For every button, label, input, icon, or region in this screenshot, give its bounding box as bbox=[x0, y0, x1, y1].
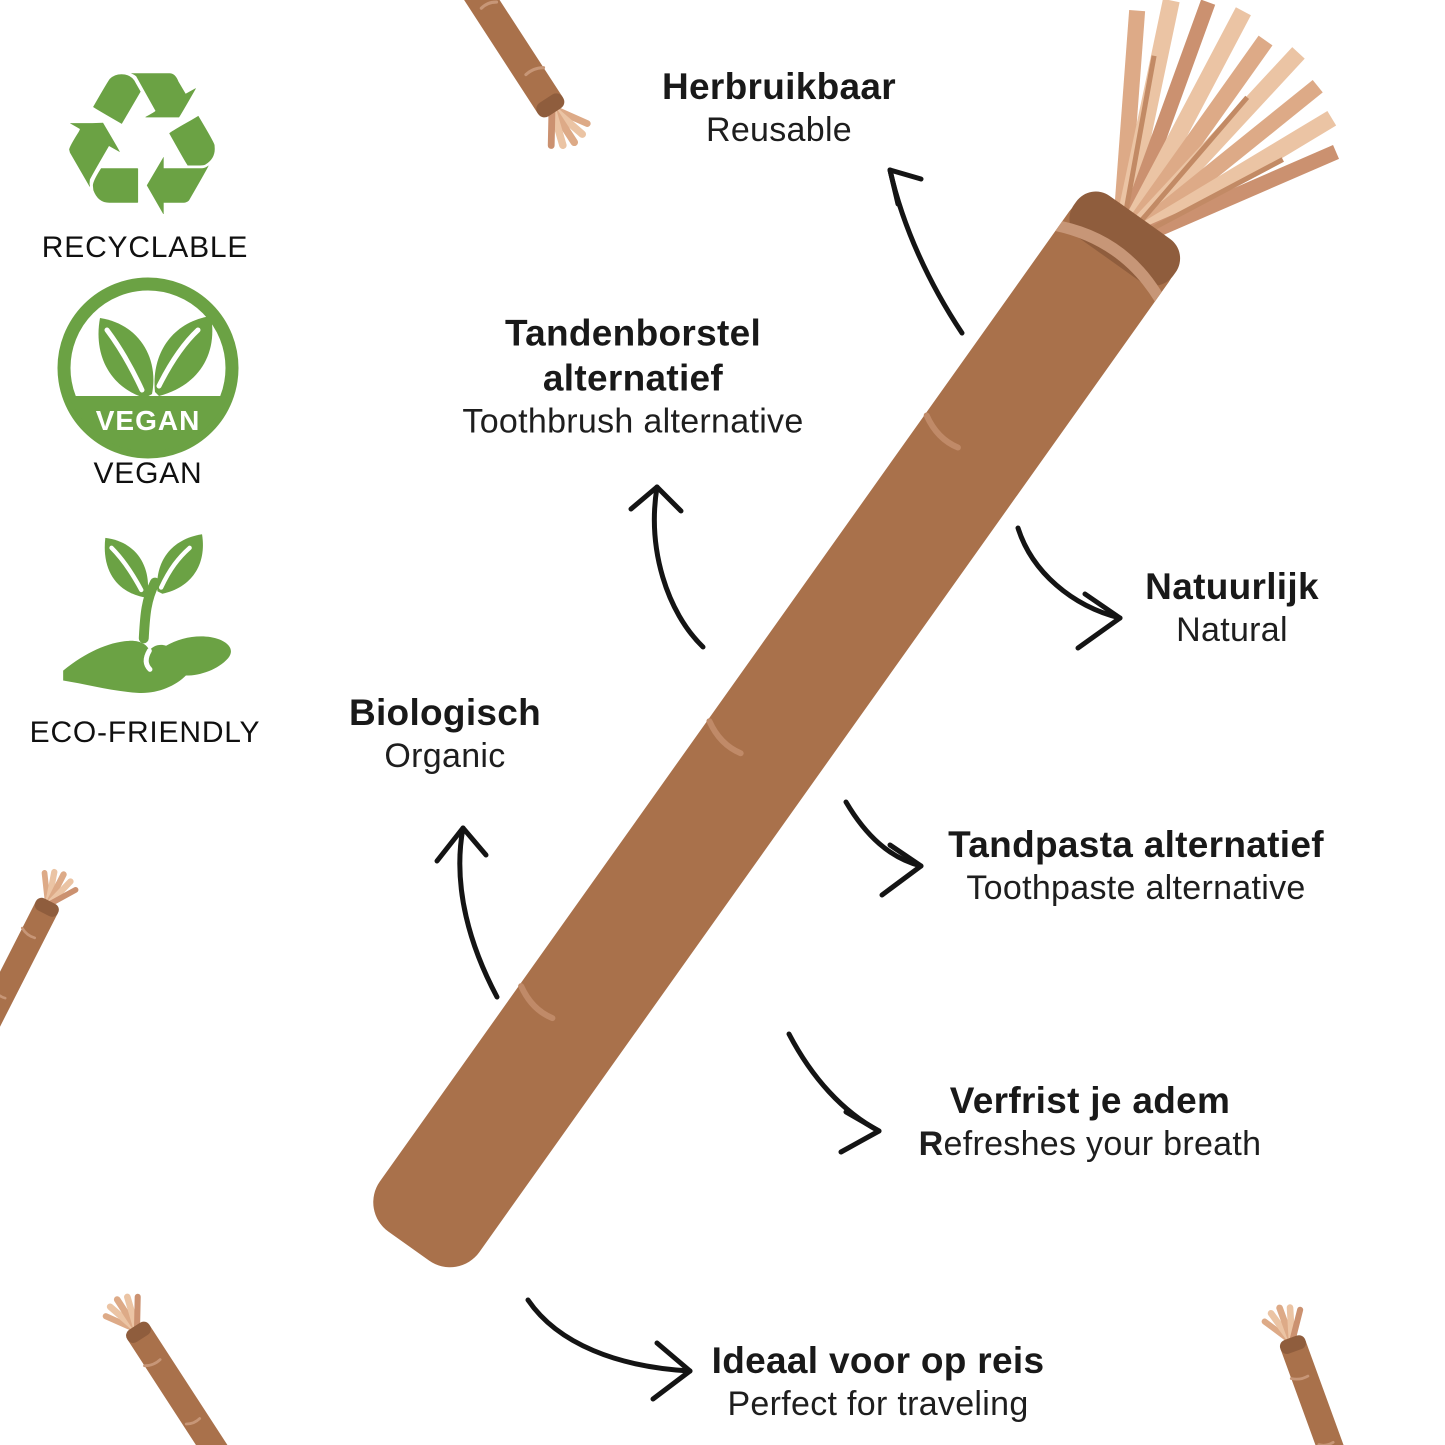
feature-toothpaste-alternative-title: Tandpasta alternatief bbox=[948, 824, 1324, 866]
arrow-to-fresh-breath bbox=[786, 1031, 882, 1155]
arrow-to-reusable bbox=[887, 167, 965, 336]
feature-natural-subtitle: Natural bbox=[1176, 611, 1288, 650]
arrow-to-travel bbox=[525, 1297, 693, 1402]
vegan-leaves-badge-icon bbox=[57, 277, 239, 459]
vegan-badge-text: VEGAN bbox=[95, 405, 201, 436]
vegan-label: VEGAN bbox=[93, 457, 203, 490]
feature-travel-subtitle: Perfect for traveling bbox=[727, 1385, 1029, 1424]
feature-fresh-breath: Verfrist je adem Refreshes your breath bbox=[919, 1078, 1262, 1166]
recyclable-label: RECYCLABLE bbox=[41, 231, 249, 264]
feature-toothbrush-alternative: Tandenborstel alternatief Toothbrush alt… bbox=[458, 311, 808, 444]
feature-toothbrush-alternative-title: Tandenborstel alternatief bbox=[504, 312, 762, 399]
decorative-miswak-bottom-left-icon bbox=[102, 1289, 238, 1445]
feature-reusable-subtitle: Reusable bbox=[705, 111, 853, 150]
fresh-breath-subtitle-lead: R bbox=[918, 1125, 944, 1164]
fresh-breath-subtitle-rest: efreshes your breath bbox=[943, 1125, 1262, 1164]
feature-organic-title: Biologisch bbox=[348, 692, 542, 734]
feature-natural: Natuurlijk Natural bbox=[1145, 564, 1319, 652]
decorative-miswak-left-icon bbox=[0, 866, 79, 1043]
feature-fresh-breath-subtitle: Refreshes your breath bbox=[919, 1123, 1262, 1166]
arrow-to-natural bbox=[1015, 525, 1123, 651]
feature-toothpaste-alternative: Tandpasta alternatief Toothpaste alterna… bbox=[948, 822, 1324, 910]
feature-reusable-title: Herbruikbaar bbox=[662, 66, 896, 108]
arrow-to-organic bbox=[434, 825, 500, 1000]
feature-travel: Ideaal voor op reis Perfect for travelin… bbox=[712, 1338, 1045, 1426]
miswak-stick bbox=[373, 0, 1340, 1268]
decorative-miswak-top-icon bbox=[439, 0, 592, 154]
hand-plant-icon bbox=[63, 534, 231, 694]
recycle-icon: ♻ bbox=[52, 29, 232, 262]
feature-toothpaste-alternative-subtitle: Toothpaste alternative bbox=[966, 869, 1306, 908]
feature-toothbrush-alternative-subtitle: Toothbrush alternative bbox=[462, 402, 804, 441]
feature-travel-title: Ideaal voor op reis bbox=[711, 1340, 1045, 1382]
feature-organic: Biologisch Organic bbox=[349, 690, 541, 778]
arrow-to-toothbrush-alternative bbox=[628, 484, 706, 650]
decorative-miswak-bottom-right-icon bbox=[1262, 1301, 1363, 1445]
feature-reusable: Herbruikbaar Reusable bbox=[662, 64, 896, 152]
feature-natural-title: Natuurlijk bbox=[1145, 566, 1319, 608]
feature-organic-subtitle: Organic bbox=[384, 737, 506, 776]
feature-fresh-breath-title: Verfrist je adem bbox=[949, 1080, 1231, 1122]
eco-friendly-label: ECO-FRIENDLY bbox=[29, 716, 261, 749]
arrow-to-toothpaste-alternative bbox=[843, 799, 924, 898]
